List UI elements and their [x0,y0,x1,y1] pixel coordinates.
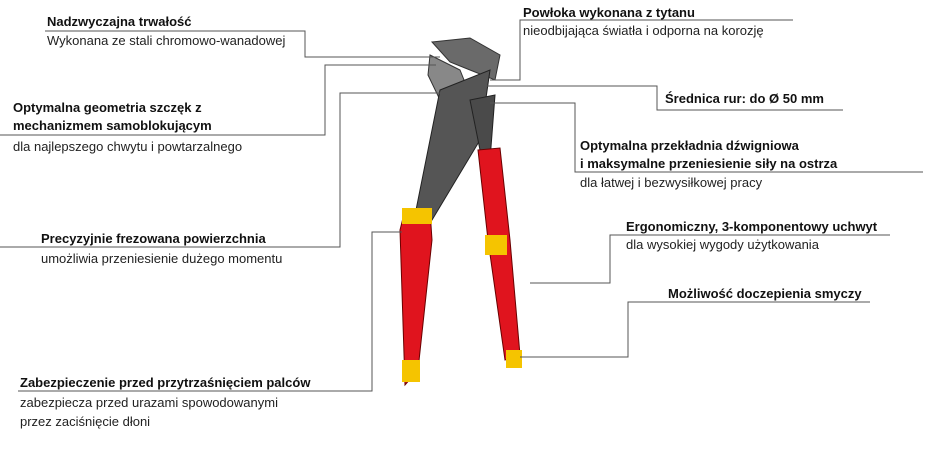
leader-line [490,19,793,81]
callout-title: Optymalna geometria szczęk z [13,100,202,115]
leader-line [0,92,465,248]
pliers-illustration [399,37,522,387]
leader-line [490,102,923,173]
callout-title: Zabezpieczenie przed przytrzaśnięciem pa… [20,375,311,390]
leader-lines [0,19,923,392]
leader-line [530,234,890,284]
callout-title: Optymalna przekładnia dźwigniowa [580,138,799,153]
handle-right-end [506,350,522,368]
callout-desc: przez zaciśnięcie dłoni [20,414,151,429]
callout-title: Możliwość doczepienia smyczy [668,286,862,301]
callout-title: mechanizmem samoblokującym [13,118,212,133]
callout-title: i maksymalne przeniesienie siły na ostrz… [580,156,838,171]
handle-left [399,209,433,387]
handle-left-guard [402,208,432,224]
leader-line [520,301,870,358]
handle-right-guard [485,235,507,255]
callout-desc: dla najlepszego chwytu i powtarzalnego [13,139,243,154]
callout-desc: Wykonana ze stali chromowo-wanadowej [47,33,286,48]
callout-desc: zabezpiecza przed urazami spowodowanymi [20,395,278,410]
leader-line [0,64,436,136]
leader-line [18,231,402,392]
callout-desc: nieodbijająca światła i odporna na koroz… [523,23,764,38]
callout-title: Ergonomiczny, 3-komponentowy uchwyt [626,219,878,234]
callout-title: Precyzyjnie frezowana powierzchnia [41,231,266,246]
callout-title: Nadzwyczajna trwałość [47,14,192,29]
callout-desc: umożliwia przeniesienie dużego momentu [41,251,283,266]
callout-desc: dla łatwej i bezwysiłkowej pracy [580,175,763,190]
leader-line [45,30,440,58]
callout-title: Średnica rur: do Ø 50 mm [665,91,824,106]
handle-left-end [402,360,420,382]
callout-desc: dla wysokiej wygody użytkowania [626,237,819,252]
leader-line [485,85,843,111]
callout-title: Powłoka wykonana z tytanu [523,5,695,20]
